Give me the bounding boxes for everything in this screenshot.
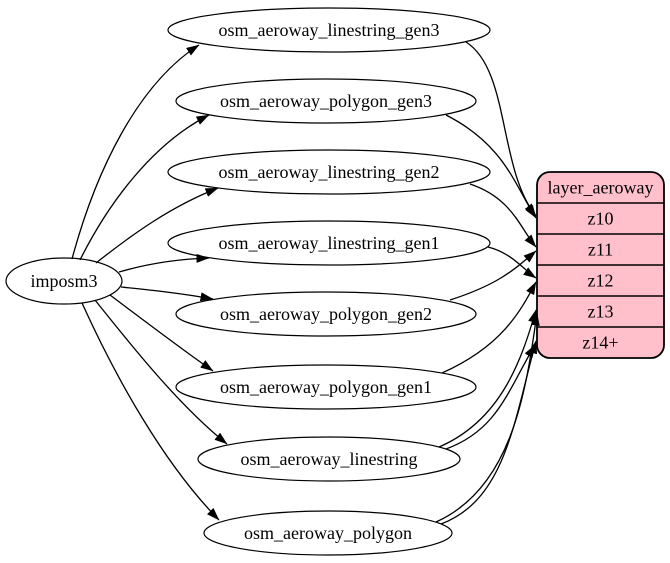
table-node-label: osm_aeroway_polygon_gen2 xyxy=(220,304,432,324)
edge-imposm3-to-osm_aeroway_polygon_gen3 xyxy=(79,114,210,261)
edge-osm_aeroway_linestring_gen3-to-z10 xyxy=(465,41,537,217)
table-node-label: osm_aeroway_linestring_gen1 xyxy=(219,233,440,253)
table-node-label: osm_aeroway_linestring xyxy=(241,449,418,469)
source-node-ellipse xyxy=(5,257,123,305)
record-row-label-z11: z11 xyxy=(588,240,613,260)
table-node-label: osm_aeroway_linestring_gen3 xyxy=(219,20,440,40)
edge-imposm3-to-osm_aeroway_linestring_gen3 xyxy=(71,44,200,260)
edge-imposm3-to-osm_aeroway_polygon_gen2 xyxy=(120,286,214,302)
table-node-osm_aeroway_linestring_gen3: osm_aeroway_linestring_gen3 xyxy=(167,7,491,53)
table-node-ellipse xyxy=(167,220,491,266)
edge-osm_aeroway_polygon-to-z14+ xyxy=(440,340,538,525)
layer-node-title: layer_aeroway xyxy=(548,178,654,198)
edge-osm_aeroway_linestring-to-z13 xyxy=(438,309,537,448)
table-node-label: osm_aeroway_polygon xyxy=(244,523,412,543)
edge-imposm3-to-osm_aeroway_linestring_gen2 xyxy=(95,187,219,264)
table-node-ellipse xyxy=(167,149,491,195)
edge-imposm3-to-osm_aeroway_linestring xyxy=(94,299,228,445)
edge-osm_aeroway_polygon_gen1-to-z12 xyxy=(441,281,537,374)
table-node-label: osm_aeroway_polygon_gen1 xyxy=(220,377,432,397)
table-node-ellipse xyxy=(175,364,477,410)
source-node-imposm3: imposm3 xyxy=(5,257,123,305)
edge-osm_aeroway_linestring-to-z14+ xyxy=(445,344,536,450)
record-row-label-z13: z13 xyxy=(588,302,614,322)
edge-osm_aeroway_linestring_gen1-to-z12 xyxy=(487,246,537,279)
table-node-osm_aeroway_polygon_gen1: osm_aeroway_polygon_gen1 xyxy=(175,364,477,410)
table-node-osm_aeroway_polygon_gen3: osm_aeroway_polygon_gen3 xyxy=(175,78,477,124)
edge-osm_aeroway_linestring_gen2-to-z11 xyxy=(469,183,537,248)
table-node-ellipse xyxy=(175,291,477,337)
record-row-label-z12: z12 xyxy=(588,271,614,291)
table-node-ellipse xyxy=(167,7,491,53)
table-node-osm_aeroway_linestring: osm_aeroway_linestring xyxy=(197,436,461,482)
table-node-osm_aeroway_polygon_gen2: osm_aeroway_polygon_gen2 xyxy=(175,291,477,337)
record-row-label-z10: z10 xyxy=(588,209,614,229)
source-node-label: imposm3 xyxy=(30,271,97,291)
table-node-ellipse xyxy=(197,436,461,482)
table-node-ellipse xyxy=(203,510,453,556)
table-node-osm_aeroway_linestring_gen1: osm_aeroway_linestring_gen1 xyxy=(167,220,491,266)
edge-osm_aeroway_polygon_gen2-to-z11 xyxy=(449,250,537,301)
edge-osm_aeroway_polygon_gen3-to-z10 xyxy=(445,114,537,219)
table-node-ellipse xyxy=(175,78,477,124)
edge-imposm3-to-osm_aeroway_polygon xyxy=(81,302,220,521)
edge-imposm3-to-osm_aeroway_polygon_gen1 xyxy=(109,294,214,372)
layer-node-layer_aeroway: layer_aeroway z10 z11 z12 z13 z14+ xyxy=(536,171,665,359)
table-node-label: osm_aeroway_polygon_gen3 xyxy=(220,91,432,111)
table-node-osm_aeroway_polygon: osm_aeroway_polygon xyxy=(203,510,453,556)
record-row-label-z14+: z14+ xyxy=(582,333,618,353)
table-node-label: osm_aeroway_linestring_gen2 xyxy=(219,162,440,182)
table-node-osm_aeroway_linestring_gen2: osm_aeroway_linestring_gen2 xyxy=(167,149,491,195)
edge-imposm3-to-osm_aeroway_linestring_gen1 xyxy=(118,253,210,273)
